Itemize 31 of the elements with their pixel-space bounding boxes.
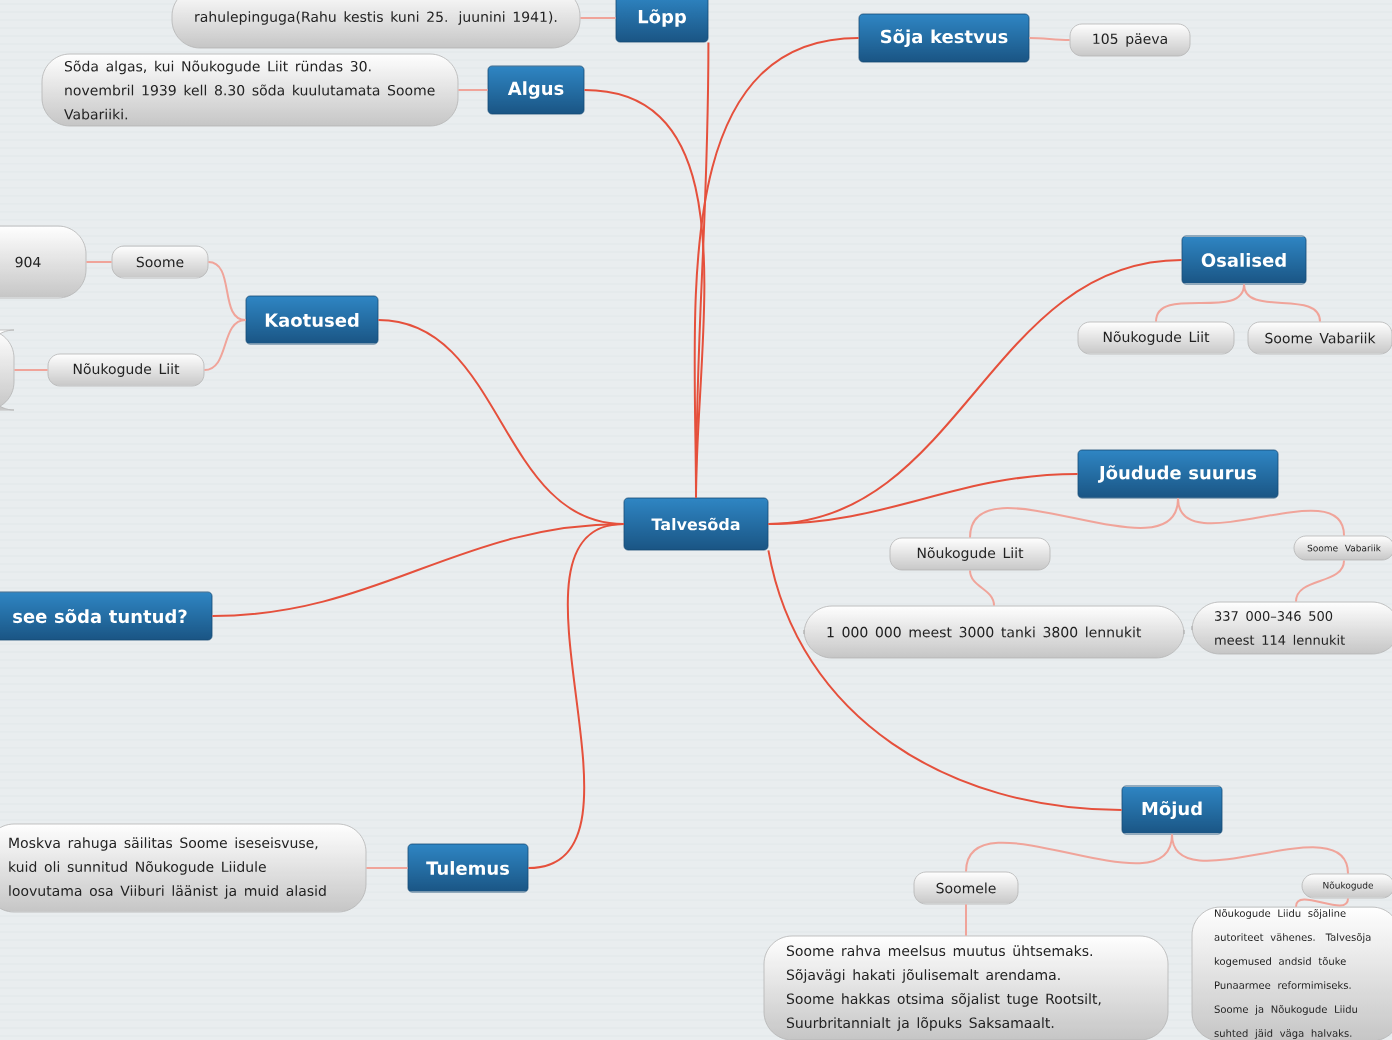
connector-line — [579, 17, 617, 19]
note-bubble — [0, 329, 15, 411]
connector-line — [1295, 559, 1345, 603]
connector-line — [203, 319, 247, 371]
connector-line — [377, 319, 625, 525]
connector-line — [693, 37, 860, 499]
topic-box: Mõjud — [1121, 785, 1223, 835]
connector-line — [1028, 37, 1071, 41]
topic-box: Sõja kestvus — [858, 13, 1030, 63]
topic-box: Lõpp — [615, 0, 709, 43]
connector-line — [1177, 497, 1345, 537]
topic-box: Tulemus — [407, 843, 529, 893]
connector-line — [969, 569, 995, 607]
topic-box: see sõda tuntud? — [0, 591, 213, 641]
connector-line — [207, 261, 247, 321]
connector-line — [1155, 283, 1245, 323]
topic-box: Jõudude suurus — [1077, 449, 1279, 499]
connector-line — [1243, 283, 1321, 323]
connector-line — [85, 261, 113, 263]
connector-line — [965, 903, 967, 937]
connector-line — [365, 867, 409, 869]
connector-line — [1171, 833, 1349, 875]
connector-line — [1295, 897, 1349, 908]
central-topic-box: Talvesõda — [623, 497, 769, 551]
connector-line — [13, 369, 49, 371]
connector-line — [767, 473, 1079, 525]
connector-line — [457, 89, 489, 91]
connector-line — [767, 549, 1123, 811]
topic-box: Osalised — [1181, 235, 1307, 285]
topic-box: Kaotused — [245, 295, 379, 345]
topic-box: Algus — [487, 65, 585, 115]
